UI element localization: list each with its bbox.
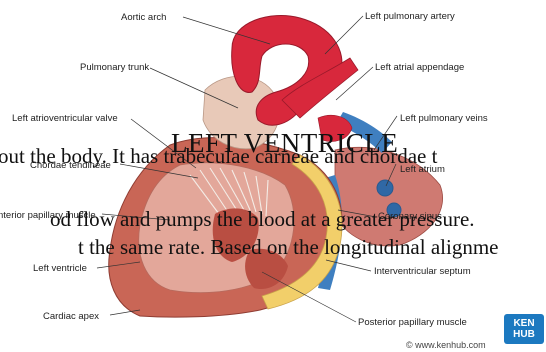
label-posterior-papillary-muscle: Posterior papillary muscle (358, 317, 467, 328)
copyright-credit: © www.kenhub.com (406, 340, 486, 350)
label-interventricular-septum: Interventricular septum (374, 266, 471, 277)
pulmonary-vein-opening-upper (377, 180, 393, 196)
kenhub-logo[interactable]: KEN HUB (504, 314, 544, 344)
label-left-pulmonary-veins: Left pulmonary veins (400, 113, 488, 124)
label-aortic-arch: Aortic arch (121, 12, 166, 23)
logo-line-2: HUB (504, 329, 544, 340)
overlay-text-line-2: od flow and pumps the blood at a greater… (50, 209, 475, 230)
label-left-ventricle: Left ventricle (33, 263, 87, 274)
overlay-text-line-3: t the same rate. Based on the longitudin… (78, 237, 498, 258)
label-left-atrioventricular-valve: Left atrioventricular valve (12, 113, 118, 124)
label-cardiac-apex: Cardiac apex (43, 311, 99, 322)
label-pulmonary-trunk: Pulmonary trunk (80, 62, 149, 73)
label-left-pulmonary-artery: Left pulmonary artery (365, 11, 455, 22)
label-left-atrial-appendage: Left atrial appendage (375, 62, 464, 73)
overlay-text-line-1: out the body. It has trabeculae carneae … (0, 146, 437, 167)
logo-line-1: KEN (504, 318, 544, 329)
